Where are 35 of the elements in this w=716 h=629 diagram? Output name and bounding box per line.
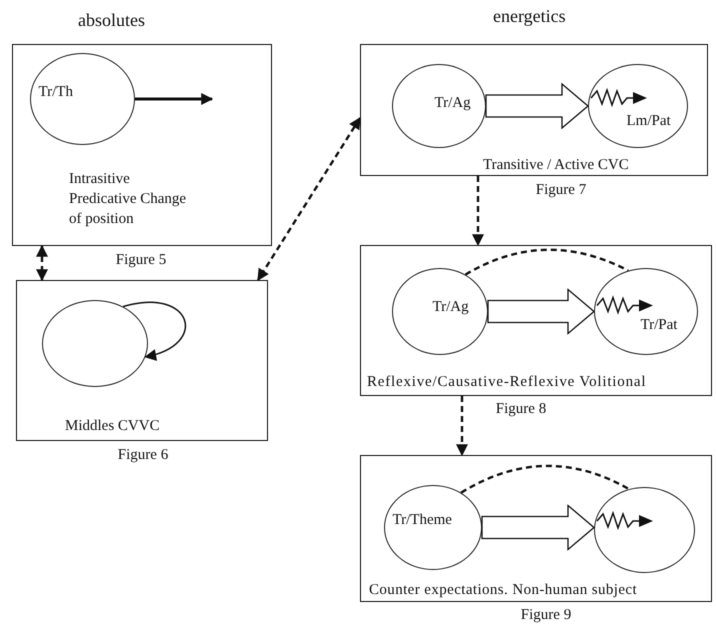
column-heading: absolutes — [78, 10, 145, 30]
construction-label: Counter expectations. Non-human subject — [369, 581, 638, 600]
construction-label: Transitive / Active CVC — [483, 156, 630, 175]
construction-label: Reflexive/Causative-Reflexive Volitional — [367, 373, 648, 392]
role-label: Tr/Pat — [640, 316, 678, 334]
dashed-arrow — [256, 116, 362, 282]
construction-label: Middles CVVC — [65, 417, 161, 436]
dashed-arrow — [36, 244, 48, 282]
figure-caption: Figure 8 — [494, 400, 548, 418]
figure-caption: Figure 7 — [534, 181, 588, 199]
role-label: Tr/Ag — [432, 298, 469, 316]
role-label: Tr/Ag — [434, 94, 471, 112]
column-heading: energetics — [493, 6, 566, 26]
role-label: Tr/Th — [38, 82, 73, 102]
figure-caption: Figure 5 — [114, 251, 168, 269]
circle — [42, 300, 148, 386]
arrow — [135, 93, 214, 105]
ellipse — [594, 268, 698, 354]
figure-caption: Figure 6 — [116, 446, 170, 464]
role-label: Lm/Pat — [626, 112, 671, 130]
block-arrow — [481, 504, 595, 551]
ellipse — [392, 64, 486, 148]
arrow — [122, 302, 186, 360]
circle — [594, 486, 694, 572]
ellipse — [384, 484, 482, 570]
role-label: Tr/Theme — [392, 510, 452, 530]
block-arrow — [487, 288, 595, 335]
figure-caption: Figure 9 — [520, 606, 572, 624]
ellipse — [392, 268, 488, 354]
dashed-arrow — [456, 396, 468, 456]
block-arrow — [485, 82, 589, 130]
dashed-arrow — [472, 176, 484, 246]
ellipse — [588, 64, 688, 148]
ellipse — [30, 52, 134, 144]
construction-label: Intrasitive Predicative Change of position — [69, 170, 188, 229]
